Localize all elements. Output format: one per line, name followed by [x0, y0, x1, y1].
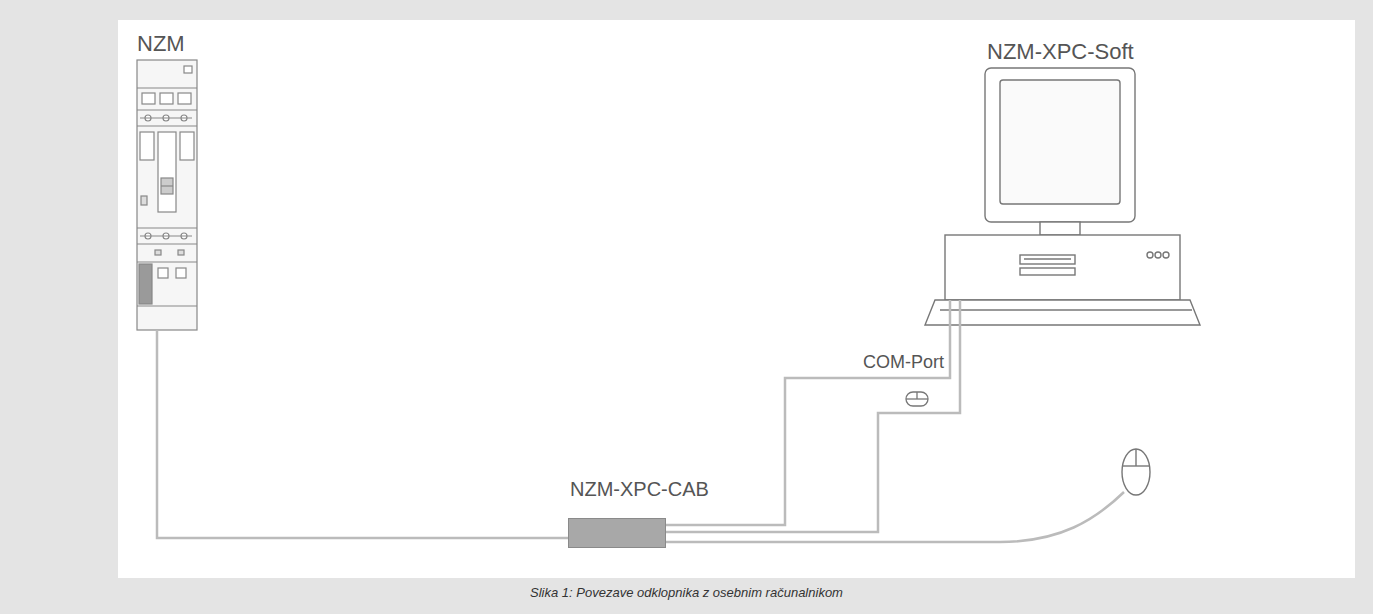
cable-line: [157, 330, 568, 538]
mouse-drawing: [1122, 449, 1150, 495]
node-label: NZM-XPC-CAB: [570, 478, 709, 500]
node-shape: [945, 235, 1180, 300]
node-shape: [137, 60, 197, 330]
computer-node: NZM-XPC-Soft: [925, 36, 1205, 336]
node-label: NZM: [137, 32, 185, 56]
computer-drawing: [925, 68, 1200, 325]
breaker-drawing: [137, 60, 197, 330]
mouse-cable: [666, 492, 1124, 542]
figure-caption: Slika 1: Povezave odklopnika z osebnim r…: [0, 585, 1373, 600]
mouse-port-icon: [906, 392, 928, 406]
node-shape: [568, 518, 666, 548]
node-label: NZM-XPC-Soft: [987, 40, 1134, 64]
port-label: COM-Port: [861, 353, 946, 373]
breaker-node: NZM: [135, 28, 201, 332]
cable-box: NZM-XPC-CAB: [568, 474, 718, 550]
cable-line: [666, 300, 960, 532]
